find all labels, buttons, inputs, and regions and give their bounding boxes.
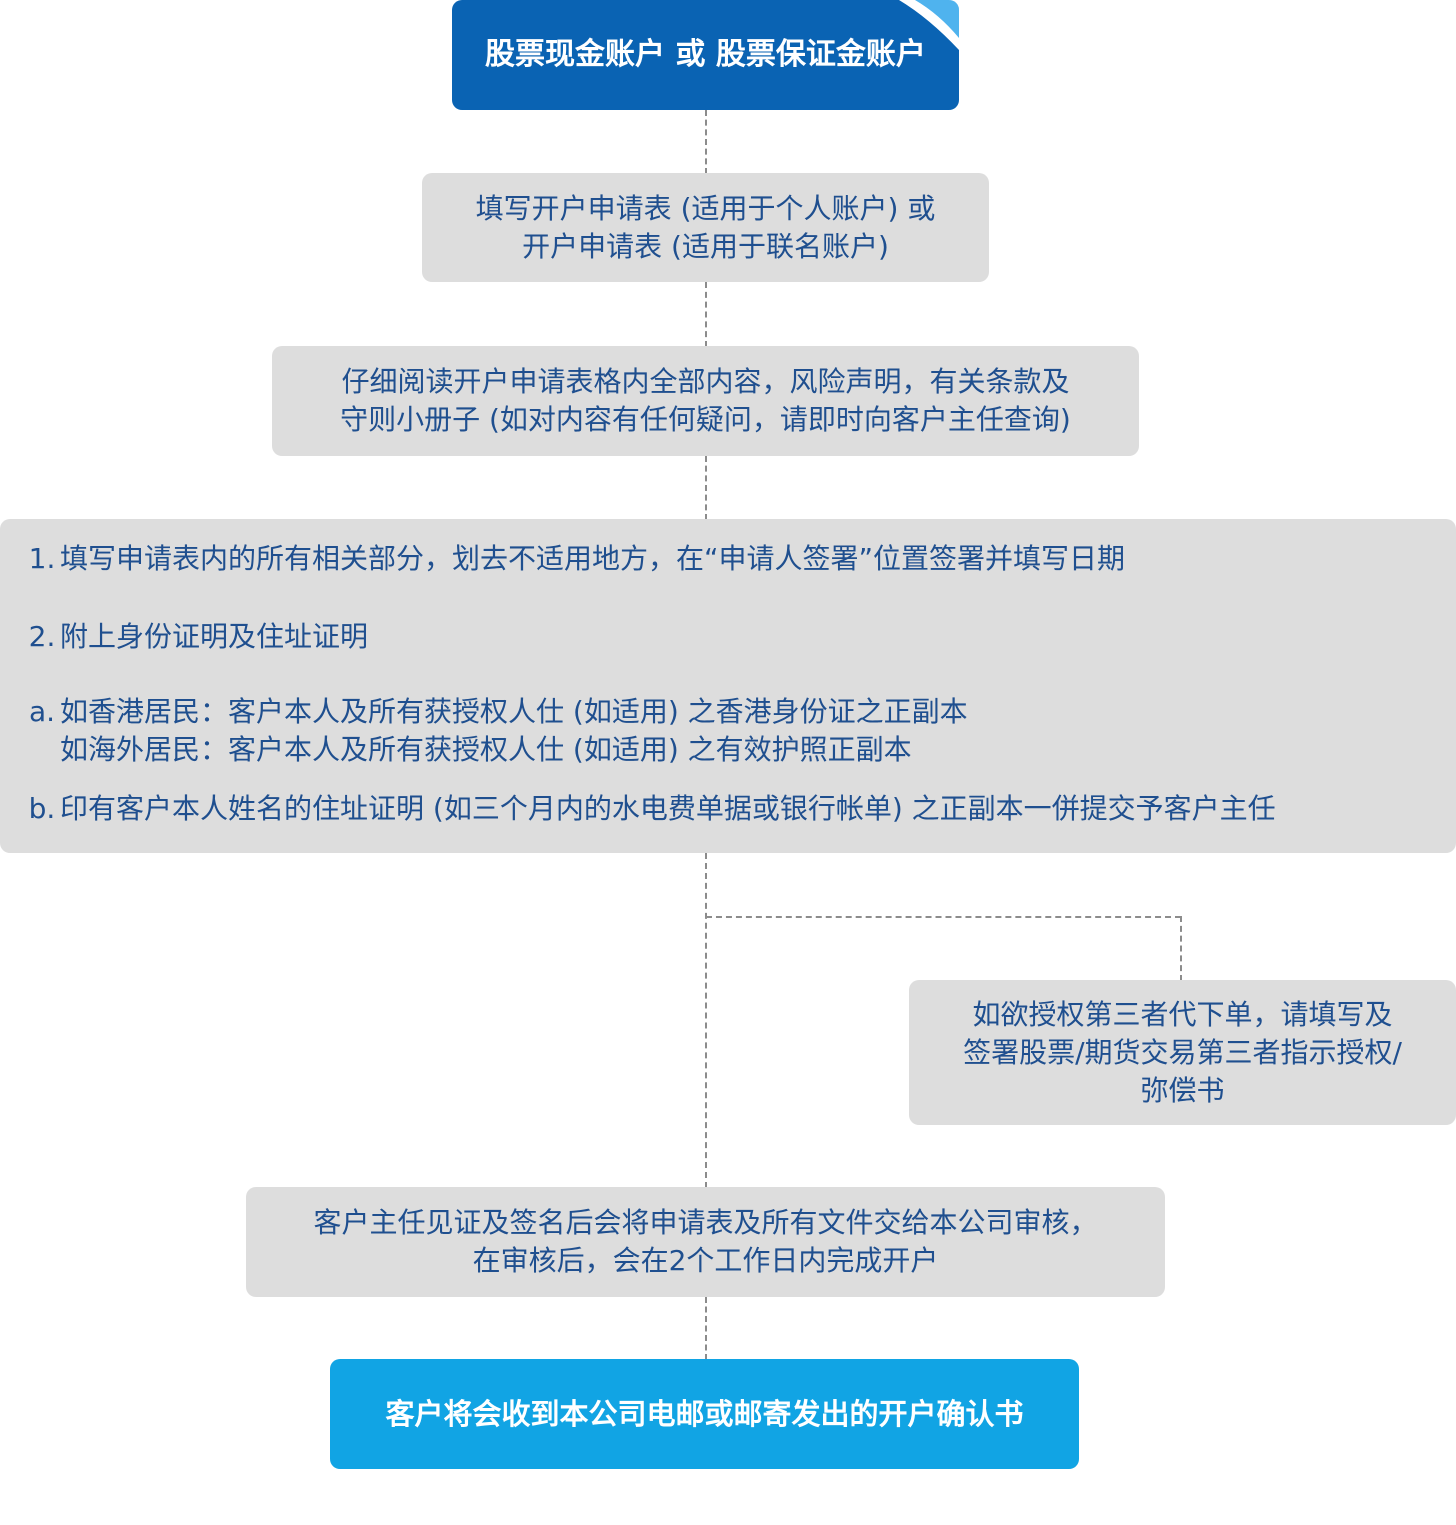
requirement-item-a: a.如香港居民：客户本人及所有获授权人仕 (如适用) 之香港身份证之正副本: [24, 693, 968, 731]
confirmation-box: 客户将会收到本公司电邮或邮寄发出的开户确认书: [330, 1359, 1079, 1469]
confirmation-label: 客户将会收到本公司电邮或邮寄发出的开户确认书: [385, 1397, 1024, 1431]
connector-3: [705, 456, 707, 520]
requirement-item-a-line-1: 如香港居民：客户本人及所有获授权人仕 (如适用) 之香港身份证之正副本: [60, 695, 968, 728]
requirement-item-1-marker: 1.: [28, 542, 56, 575]
requirement-item-2-marker: 2.: [28, 620, 56, 653]
corner-accent-icon: [889, 0, 959, 56]
third-party-box: 如欲授权第三者代下单，请填写及 签署股票/期货交易第三者指示授权/ 弥偿书: [909, 980, 1456, 1125]
third-party-line-1: 如欲授权第三者代下单，请填写及: [972, 997, 1393, 1031]
requirement-item-2-text: 附上身份证明及住址证明: [60, 620, 369, 653]
requirement-item-a-line-2: 如海外居民：客户本人及所有获授权人仕 (如适用) 之有效护照正副本: [60, 733, 912, 766]
fill-form-line-2: 开户申请表 (适用于联名账户): [522, 229, 889, 263]
requirement-item-1-text: 填写申请表内的所有相关部分，划去不适用地方，在“申请人签署”位置签署并填写日期: [60, 542, 1126, 575]
branch-connector-horizontal: [706, 916, 1181, 918]
third-party-line-2: 签署股票/期货交易第三者指示授权/: [963, 1035, 1402, 1069]
requirement-item-a-marker: a.: [28, 695, 56, 728]
read-form-line-1: 仔细阅读开户申请表格内全部内容，风险声明，有关条款及: [341, 365, 1070, 398]
requirement-item-1: 1.填写申请表内的所有相关部分，划去不适用地方，在“申请人签署”位置签署并填写日…: [24, 540, 1125, 578]
requirement-item-b: b.印有客户本人姓名的住址证明 (如三个月内的水电费单据或银行帐单) 之正副本一…: [24, 790, 1276, 828]
connector-4: [705, 853, 707, 1188]
account-types-box: 股票现金账户 或 股票保证金账户: [452, 0, 959, 110]
requirement-item-b-marker: b.: [28, 792, 56, 825]
requirements-box: 1.填写申请表内的所有相关部分，划去不适用地方，在“申请人签署”位置签署并填写日…: [0, 519, 1456, 853]
connector-1: [705, 110, 707, 174]
third-party-line-3: 弥偿书: [1140, 1073, 1225, 1107]
read-form-line-2: 守则小册子 (如对内容有任何疑问，请即时向客户主任查询): [340, 403, 1071, 436]
account-types-label: 股票现金账户 或 股票保证金账户: [485, 37, 926, 72]
connector-2: [705, 282, 707, 347]
requirement-item-a-continuation: 如海外居民：客户本人及所有获授权人仕 (如适用) 之有效护照正副本: [24, 731, 912, 769]
requirement-item-2: 2.附上身份证明及住址证明: [24, 618, 368, 656]
fill-form-line-1: 填写开户申请表 (适用于个人账户) 或: [475, 191, 936, 225]
fill-form-box: 填写开户申请表 (适用于个人账户) 或 开户申请表 (适用于联名账户): [422, 173, 989, 282]
review-box: 客户主任见证及签名后会将申请表及所有文件交给本公司审核， 在审核后，会在2个工作…: [246, 1187, 1165, 1297]
requirement-item-b-text: 印有客户本人姓名的住址证明 (如三个月内的水电费单据或银行帐单) 之正副本一併提…: [60, 792, 1276, 825]
branch-connector-vertical: [1180, 916, 1182, 981]
read-form-box: 仔细阅读开户申请表格内全部内容，风险声明，有关条款及 守则小册子 (如对内容有任…: [272, 346, 1139, 456]
connector-5: [705, 1297, 707, 1360]
review-line-2: 在审核后，会在2个工作日内完成开户: [472, 1244, 939, 1277]
review-line-1: 客户主任见证及签名后会将申请表及所有文件交给本公司审核，: [313, 1206, 1098, 1239]
